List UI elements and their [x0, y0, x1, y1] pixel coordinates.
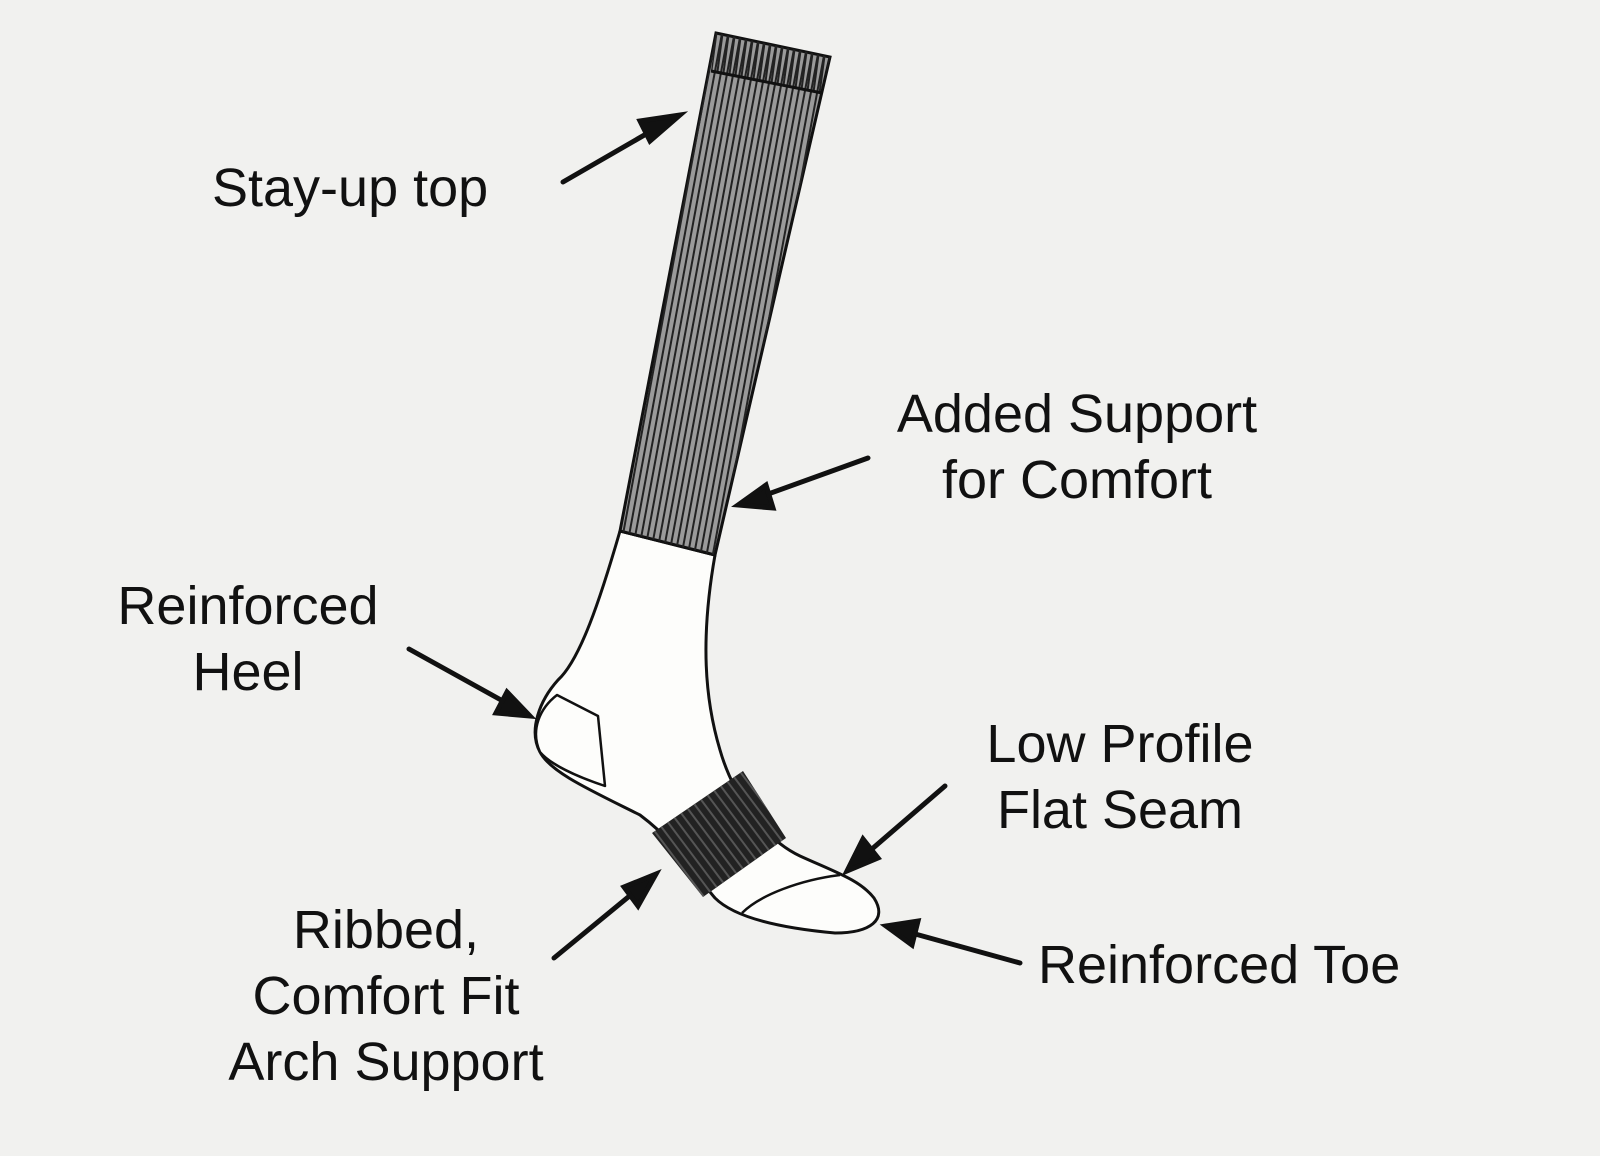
rib-stripe [623, 33, 725, 555]
rib-stripe [667, 808, 729, 890]
label-line: Comfort Fit [252, 966, 520, 1026]
rib-stripe [795, 40, 809, 93]
rib-stripe [653, 816, 715, 897]
rib-stripe [730, 772, 786, 854]
rib-stripe [711, 33, 725, 93]
rib-stripe [688, 796, 750, 878]
arrow-added-support [731, 455, 871, 511]
label-line: Flat Seam [996, 780, 1244, 840]
rib-stripe [652, 820, 708, 897]
label-line: Heel [192, 642, 304, 702]
rib-stripe [801, 41, 815, 93]
cuff-band [710, 33, 850, 140]
rib-stripe [709, 784, 771, 866]
arrow-reinforced-heel [406, 646, 537, 720]
rib-stripe [765, 34, 779, 93]
rib-stripe [741, 33, 755, 93]
rib-stripe [813, 44, 827, 93]
rib-stripe [659, 33, 761, 555]
label-reinforced-heel: Reinforced Heel [88, 573, 408, 705]
rib-stripe [683, 35, 785, 555]
label-line: Reinforced Toe [1038, 935, 1401, 995]
rib-stripe [629, 33, 731, 555]
label-added-support: Added Support for Comfort [872, 381, 1282, 513]
rib-stripe [747, 33, 761, 93]
rib-stripe [771, 35, 785, 93]
rib-stripe [723, 776, 785, 858]
rib-stripe [729, 33, 743, 93]
arrow-low-profile-seam [841, 783, 948, 876]
rib-stripe [674, 804, 736, 886]
rib-stripe [681, 800, 743, 882]
rib-stripe [735, 33, 749, 93]
rib-stripe [777, 36, 791, 93]
rib-stripe [635, 33, 737, 555]
rib-stripe [689, 36, 791, 555]
label-line: Low Profile [986, 714, 1254, 774]
label-ribbed-arch: Ribbed, Comfort Fit Arch Support [206, 897, 566, 1095]
label-line: Added Support [896, 384, 1258, 444]
rib-stripe [716, 780, 778, 862]
ribbed-leg [618, 31, 832, 557]
label-line: Arch Support [228, 1032, 544, 1092]
rib-stripe [665, 33, 767, 555]
rib-stripe [759, 33, 773, 93]
label-line: Stay-up top [212, 158, 489, 218]
sock-outline [533, 529, 881, 935]
rib-stripe [660, 812, 722, 894]
rib-stripe [653, 33, 755, 555]
rib-stripe [707, 40, 809, 555]
rib-stripe [723, 33, 737, 93]
rib-stripe [695, 792, 757, 874]
label-line: Ribbed, [292, 900, 480, 960]
arrow-reinforced-toe [879, 917, 1023, 966]
rib-stripe [783, 38, 797, 93]
rib-stripe [671, 33, 773, 555]
rib-stripe [702, 788, 764, 870]
rib-stripe [641, 33, 743, 555]
label-stay-up-top: Stay-up top [212, 155, 488, 221]
rib-stripe [717, 33, 731, 93]
rib-stripe [753, 33, 767, 93]
rib-stripe [620, 33, 719, 555]
rib-stripe [695, 38, 797, 555]
rib-stripe [832, 49, 844, 139]
rib-stripe [677, 34, 779, 555]
label-line: for Comfort [941, 450, 1213, 510]
callout-arrows [406, 111, 1023, 966]
rib-stripe [838, 50, 850, 140]
label-reinforced-toe: Reinforced Toe [1038, 932, 1400, 998]
toe-seam [741, 873, 841, 914]
heel-panel [534, 693, 607, 788]
label-low-profile-seam: Low Profile Flat Seam [960, 711, 1280, 843]
rib-stripe [807, 43, 821, 93]
arrow-ribbed-arch [551, 868, 662, 961]
rib-stripe [789, 39, 803, 93]
rib-stripe [647, 33, 749, 555]
arrow-stay-up-top [560, 111, 689, 185]
rib-stripe [701, 39, 803, 555]
label-line: Reinforced [117, 576, 379, 636]
rib-stripe [711, 33, 719, 93]
